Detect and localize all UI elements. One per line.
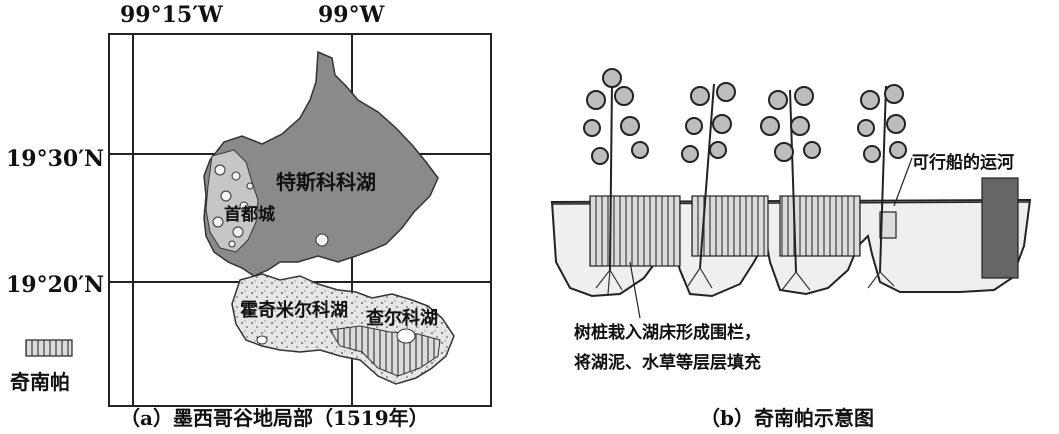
- lake-texcoco-shape: [203, 50, 439, 277]
- label-city: 首都城: [224, 205, 275, 225]
- legend-chinampa-swatch: [25, 339, 73, 357]
- tree-roots: [595, 267, 895, 295]
- label-navigable-canal: 可行船的运河: [912, 153, 1014, 173]
- legend-label-chinampa: 奇南帕: [10, 370, 70, 394]
- longitude-label-right: 99°W: [318, 2, 385, 28]
- island-chalco: [396, 328, 416, 344]
- caption-panel-b: （b）奇南帕示意图: [700, 406, 874, 430]
- label-lake-chalco: 查尔科湖: [366, 308, 438, 329]
- chinampa-islets: [212, 164, 329, 248]
- label-lake-texcoco: 特斯科科湖: [276, 170, 376, 194]
- canal-leader-line: [893, 157, 913, 207]
- label-lake-xochimilco: 霍奇米尔科湖: [240, 300, 348, 321]
- note-leader-line: [629, 261, 641, 319]
- latitude-label-top: 19°30′N: [6, 146, 105, 172]
- latitude-label-bottom: 19°20′N: [6, 272, 105, 298]
- trees: [583, 68, 907, 273]
- note-line-1: 树桩栽入湖床形成围栏，: [574, 323, 761, 343]
- chinampa-platforms: [589, 177, 1019, 279]
- island-xochimilco: [256, 335, 268, 345]
- caption-panel-a: （a）墨西哥谷地局部（1519年）: [120, 406, 429, 430]
- longitude-label-left: 99°15′W: [120, 2, 223, 28]
- note-line-2: 将湖泥、水草等层层填充: [574, 353, 761, 373]
- canal-boat: [879, 211, 897, 239]
